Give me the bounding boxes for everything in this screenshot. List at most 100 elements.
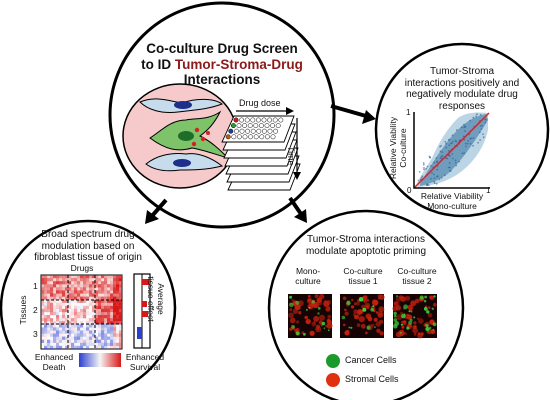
cancer-cell-dot bbox=[403, 304, 408, 310]
heatmap-cell bbox=[104, 324, 108, 328]
heatmap-cell bbox=[95, 275, 99, 279]
heatmap-cell bbox=[62, 281, 66, 285]
plate-well bbox=[244, 117, 250, 123]
cancer-cell-dot bbox=[396, 295, 398, 298]
heatmap-cell bbox=[50, 299, 54, 303]
heatmap-cell bbox=[71, 278, 75, 282]
heatmap-cell bbox=[53, 345, 57, 350]
heatmap-cell bbox=[68, 290, 72, 294]
heatmap-cell bbox=[113, 299, 117, 303]
heatmap-cell bbox=[86, 339, 90, 343]
microscopy-panels bbox=[288, 293, 437, 339]
heatmap-cell bbox=[65, 327, 69, 331]
heatmap-cell bbox=[62, 293, 66, 297]
plate-well bbox=[245, 128, 251, 134]
stromal-cell-dot bbox=[326, 322, 333, 329]
heatmap-cell bbox=[116, 308, 120, 313]
heatmap-cell bbox=[41, 275, 45, 279]
scatter-point bbox=[469, 142, 472, 145]
cancer-cell-dot bbox=[305, 308, 308, 311]
scatter-point bbox=[458, 160, 461, 163]
heatmap-cell bbox=[113, 321, 117, 325]
heatmap-cell bbox=[119, 330, 123, 334]
cancer-cell-dot bbox=[308, 306, 311, 309]
heatmap-cell bbox=[77, 318, 81, 322]
heatmap-cell bbox=[86, 315, 89, 318]
heatmap-cell bbox=[83, 311, 87, 316]
plate-well bbox=[270, 134, 276, 140]
heatmap-cell bbox=[77, 339, 81, 343]
heatmap-cell bbox=[41, 327, 45, 331]
heatmap-cell bbox=[56, 311, 60, 316]
heatmap-cell bbox=[59, 278, 63, 282]
heatmap-cell bbox=[95, 305, 99, 309]
bottom-left-caption-line3: fibroblast tissue of origin bbox=[34, 252, 142, 263]
heatmap-cell bbox=[119, 345, 123, 350]
heatmap-cell bbox=[101, 336, 105, 340]
heatmap-cell bbox=[71, 299, 75, 303]
heatmap-cell bbox=[92, 330, 96, 334]
legend-cancer-cells: Cancer Cells bbox=[345, 355, 397, 365]
panel-2-label-line1: Co-culture bbox=[343, 266, 383, 276]
stromal-cell-dot bbox=[399, 295, 404, 300]
heatmap-cell bbox=[101, 284, 105, 288]
heatmap-cell bbox=[74, 293, 78, 297]
heatmap-cell bbox=[98, 321, 102, 325]
heatmap-cell bbox=[53, 275, 57, 279]
x-axis-label-line1: Relative Viability bbox=[420, 191, 484, 201]
plate-well bbox=[250, 117, 256, 123]
heatmap-cell bbox=[56, 315, 60, 319]
heatmap-cell bbox=[77, 305, 81, 309]
stromal-cell-dot bbox=[289, 327, 293, 331]
heatmap-cell bbox=[68, 324, 72, 328]
heatmap-cell bbox=[86, 302, 90, 306]
heatmap-cell bbox=[113, 318, 117, 322]
heatmap-cell bbox=[47, 311, 51, 316]
tissue-number-3: 3 bbox=[33, 329, 38, 339]
heatmap-cell bbox=[98, 324, 102, 328]
cancer-cell-dot bbox=[374, 326, 376, 328]
heatmap-cell bbox=[71, 287, 75, 291]
heatmap-cell bbox=[62, 308, 66, 313]
heatmap-cell bbox=[74, 305, 78, 309]
heatmap-cell bbox=[107, 302, 111, 306]
heatmap-cell bbox=[83, 284, 87, 288]
heatmap-cell bbox=[53, 321, 57, 325]
heatmap-cell bbox=[110, 308, 114, 313]
heatmap-cell bbox=[68, 275, 72, 279]
heatmap-cell bbox=[71, 342, 75, 346]
heatmap-cell bbox=[110, 275, 114, 279]
scatter-point bbox=[445, 157, 447, 160]
heatmap-cell bbox=[56, 327, 60, 331]
heatmap-cell bbox=[101, 333, 105, 337]
panel-1-label-line1: Mono- bbox=[295, 266, 321, 276]
heatmap-cell bbox=[113, 330, 117, 334]
center-title-highlight: Tumor-Stroma-Drug bbox=[174, 56, 303, 72]
heatmap-cell bbox=[56, 278, 60, 282]
heatmap-cell bbox=[77, 342, 81, 346]
heatmap-cell bbox=[68, 278, 72, 282]
heatmap-cell bbox=[53, 315, 57, 319]
heatmap-cell bbox=[86, 311, 90, 316]
heatmap-cell bbox=[89, 311, 93, 316]
heatmap-cell bbox=[95, 339, 99, 343]
heatmap-cell bbox=[119, 278, 123, 282]
heatmap-cell bbox=[50, 290, 54, 294]
heatmap-cell bbox=[104, 299, 108, 303]
heatmap-cell bbox=[41, 284, 45, 288]
plate-well bbox=[264, 123, 270, 129]
heatmap-cell bbox=[107, 318, 111, 322]
scatter-point bbox=[449, 155, 451, 157]
heatmap-cell bbox=[50, 333, 54, 337]
heatmap-cell bbox=[77, 321, 81, 325]
heatmap-cell bbox=[50, 342, 54, 346]
heatmap-cell bbox=[86, 308, 90, 313]
heatmap-cell bbox=[113, 284, 117, 288]
heatmap-cell bbox=[62, 296, 66, 300]
scatter-axes bbox=[413, 112, 490, 189]
legend-enhanced-survival: Enhanced Survival bbox=[121, 352, 169, 373]
scatter-point bbox=[440, 144, 442, 147]
stromal-cell-dot bbox=[379, 319, 384, 324]
heatmap-cell bbox=[116, 290, 120, 294]
heatmap-cell bbox=[101, 296, 105, 300]
